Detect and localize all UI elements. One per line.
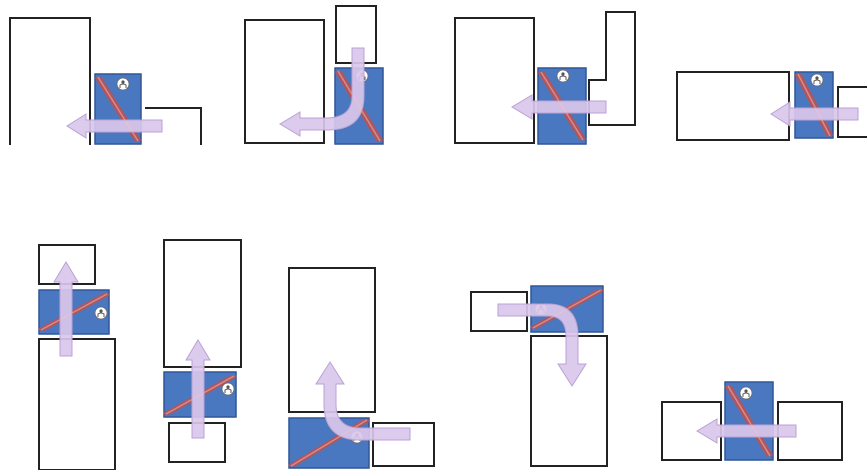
room-outline bbox=[9, 17, 91, 145]
person-icon bbox=[116, 77, 130, 91]
scenario-3 bbox=[454, 11, 636, 145]
cross-band-line bbox=[798, 73, 834, 137]
flow-arrow bbox=[315, 361, 411, 441]
scenario-8 bbox=[470, 285, 608, 467]
blue-panel bbox=[38, 289, 110, 335]
person-icon bbox=[94, 306, 108, 320]
cross-band-line bbox=[42, 292, 110, 332]
room-outline bbox=[454, 17, 535, 144]
flow-arrow bbox=[511, 94, 607, 120]
flow-arrow bbox=[53, 261, 79, 357]
scenario-2 bbox=[244, 5, 384, 145]
scenario-4 bbox=[676, 71, 867, 141]
cross-band-line bbox=[534, 288, 604, 330]
blue-panel bbox=[724, 381, 774, 461]
scenario-1 bbox=[9, 17, 202, 145]
flow-arrow bbox=[770, 101, 859, 127]
blue-panel bbox=[794, 71, 834, 139]
flow-arrow bbox=[279, 47, 365, 137]
flow-arrow bbox=[185, 339, 211, 439]
blue-panel bbox=[288, 417, 370, 469]
person-icon bbox=[810, 73, 824, 87]
flow-arrow bbox=[497, 303, 587, 387]
cross-band bbox=[724, 385, 774, 457]
person-icon bbox=[739, 386, 753, 400]
flow-arrow bbox=[66, 113, 163, 139]
scenario-9 bbox=[661, 381, 843, 461]
room-outline bbox=[676, 71, 790, 141]
blue-panel bbox=[537, 67, 587, 145]
person-icon bbox=[221, 382, 235, 396]
room-outline bbox=[372, 422, 435, 467]
person-icon bbox=[556, 69, 570, 83]
scenario-7 bbox=[288, 267, 435, 469]
cross-band-line bbox=[724, 385, 770, 457]
room-outline bbox=[244, 19, 325, 144]
cross-band-line bbox=[794, 73, 830, 137]
cross-band bbox=[794, 73, 834, 137]
scenario-6 bbox=[163, 239, 242, 463]
scenario-5 bbox=[38, 244, 116, 470]
cross-band-line bbox=[797, 73, 831, 137]
blue-panel bbox=[94, 73, 142, 145]
room-outline bbox=[588, 11, 636, 126]
flow-arrow bbox=[696, 418, 797, 444]
room-outline bbox=[145, 107, 202, 145]
cross-band-line bbox=[728, 385, 774, 457]
cross-band-line bbox=[40, 293, 108, 331]
room-outline bbox=[38, 338, 116, 470]
cross-band-line bbox=[727, 385, 771, 457]
